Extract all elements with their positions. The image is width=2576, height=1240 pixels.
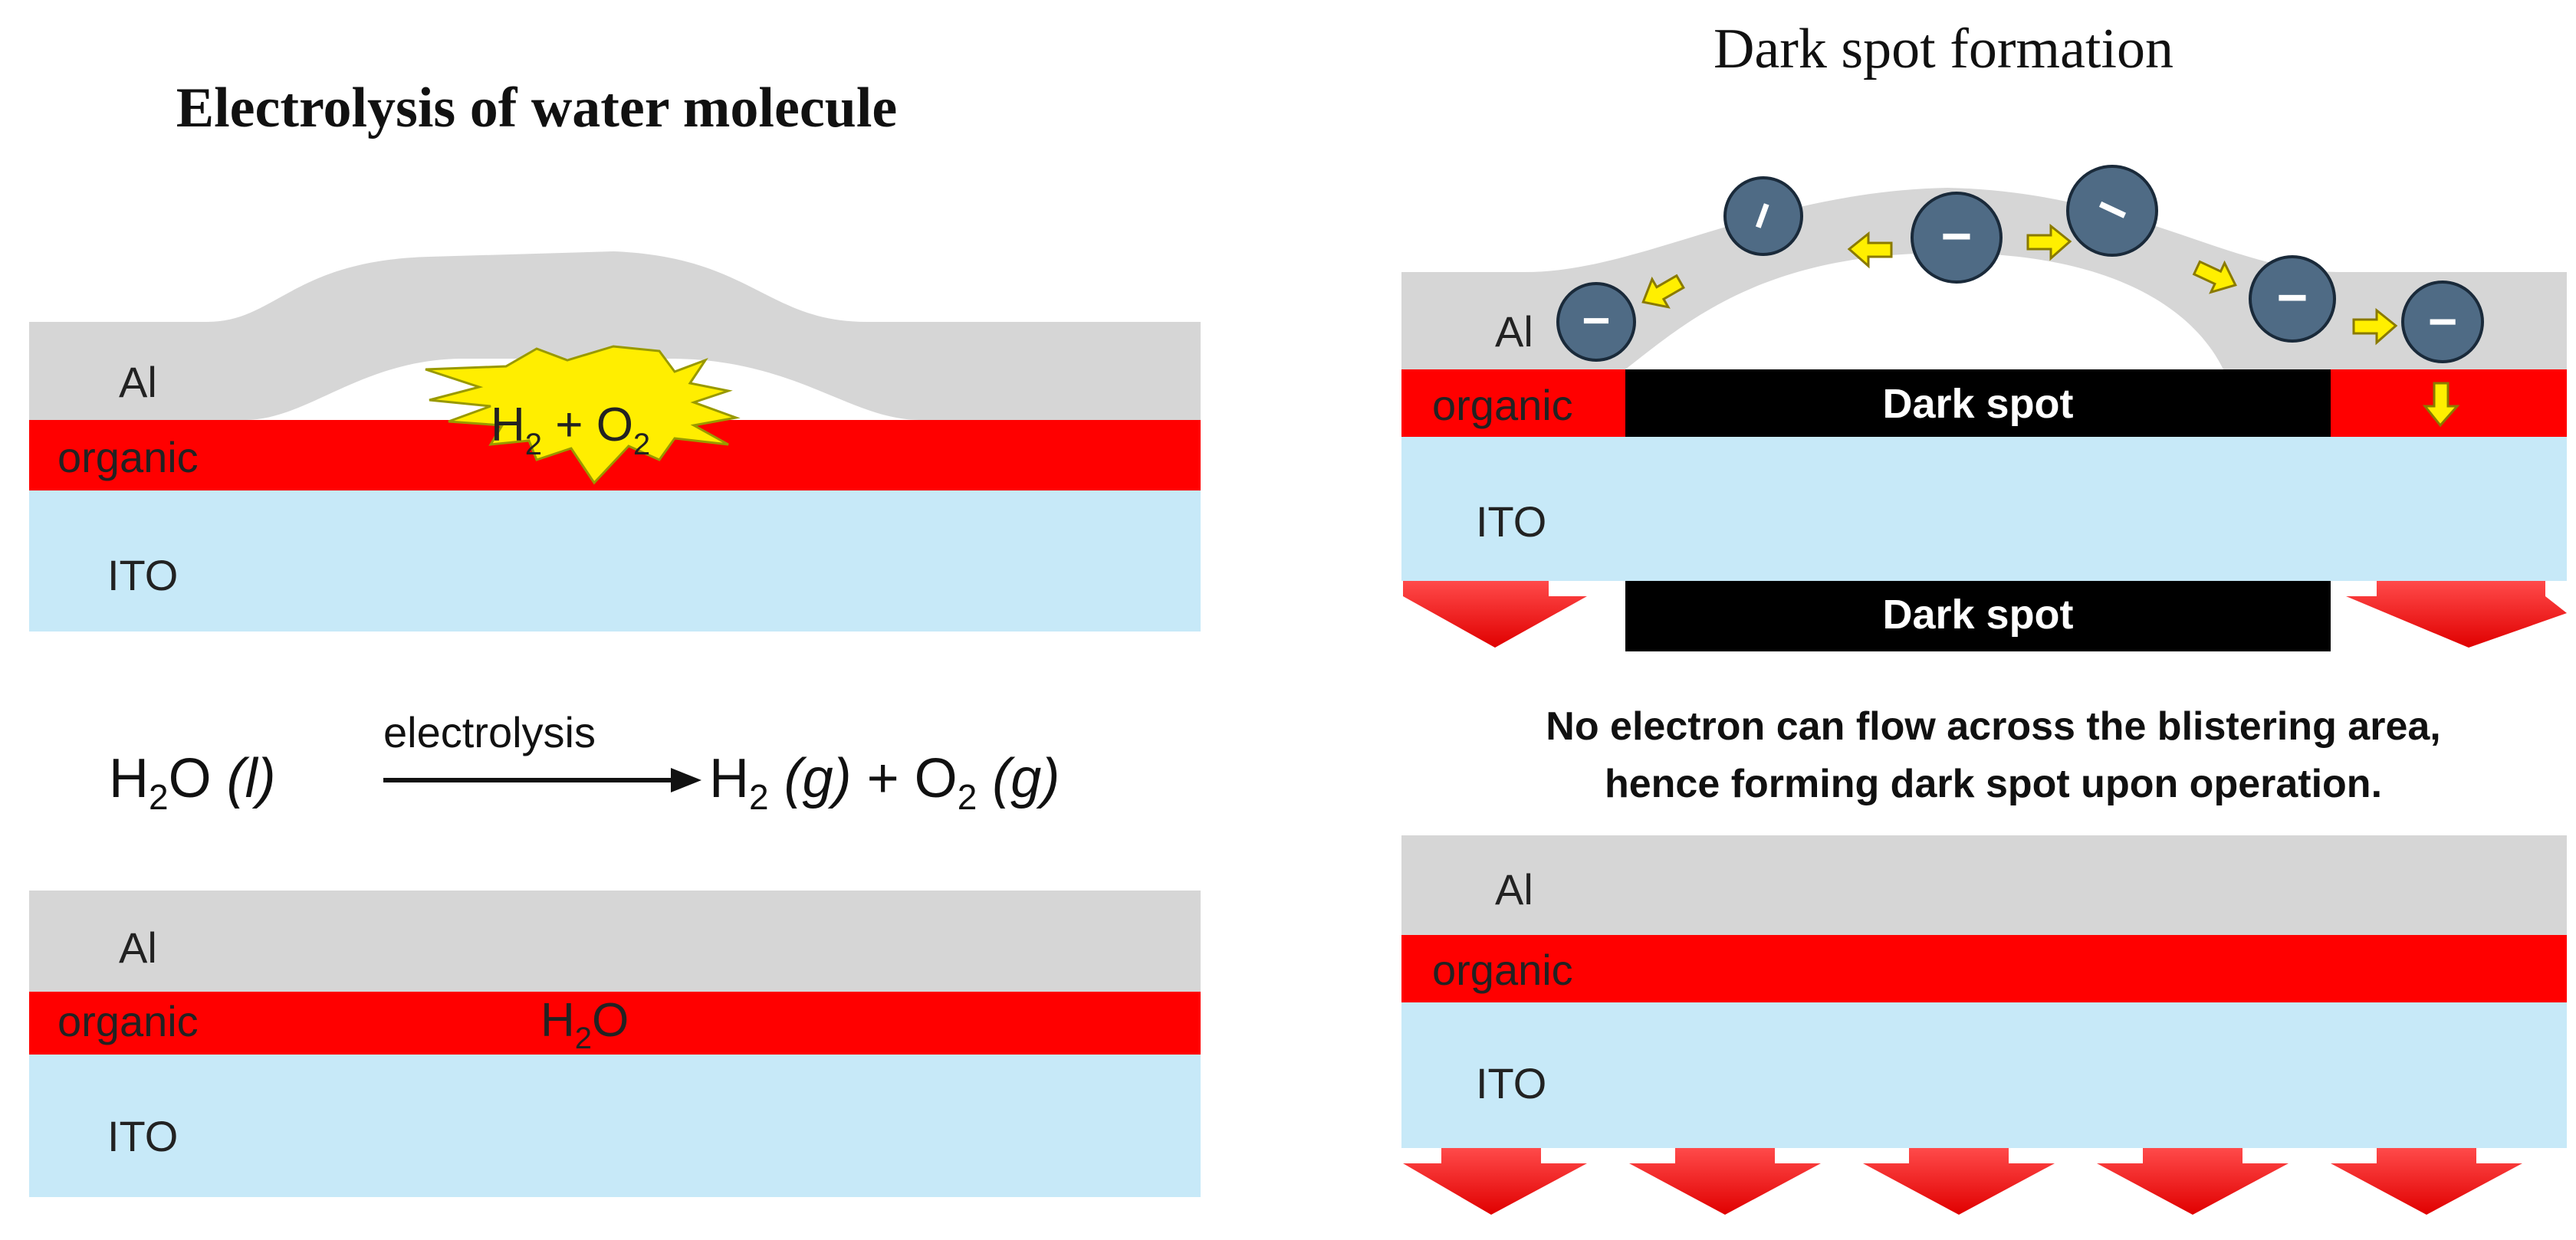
ito-label: ITO — [107, 1112, 178, 1160]
emission-arrow-icon — [2097, 1148, 2288, 1215]
al-label: Al — [119, 923, 157, 972]
electron-icon: − — [2249, 255, 2336, 343]
emission-arrow-icon — [2331, 1148, 2522, 1215]
dark-spot-bottom — [1625, 581, 2331, 651]
uniform-emission-arrows — [1403, 1148, 2522, 1215]
organic-label: organic — [58, 433, 199, 481]
svg-text:−: − — [1941, 206, 1973, 266]
caption-line-1: No electron can flow across the blisteri… — [1546, 704, 2440, 749]
right-top-stack: Dark spot Al organic ITO − − − − — [1401, 165, 2567, 651]
left-title: Electrolysis of water molecule — [176, 77, 898, 139]
electron-icon: − — [2401, 280, 2484, 363]
electron-icon: − — [1556, 282, 1636, 362]
al-layer — [29, 891, 1201, 992]
right-title: Dark spot formation — [1714, 18, 2174, 80]
emission-arrow-icon — [1403, 1148, 1587, 1215]
ito-layer — [1401, 1002, 2567, 1148]
emission-arrow-icon — [1403, 581, 1587, 648]
water-formula: H2O — [540, 994, 629, 1055]
al-label: Al — [119, 358, 157, 406]
ito-layer — [29, 1055, 1201, 1197]
svg-text:−: − — [2277, 267, 2308, 327]
al-layer-blistered — [29, 251, 1201, 420]
left-arrow-icon — [1641, 274, 1685, 309]
electron-icon: − — [1911, 192, 2003, 284]
emission-arrow-icon — [1629, 1148, 1821, 1215]
left-top-stack: Al organic ITO H2 + O2 — [29, 251, 1201, 631]
ito-label: ITO — [1476, 497, 1546, 546]
electrons: − − − − − − — [1556, 165, 2484, 363]
svg-text:−: − — [1582, 293, 1610, 348]
ito-label: ITO — [1476, 1059, 1546, 1107]
dark-spot — [1625, 369, 2331, 437]
emission-arrow-icon — [1863, 1148, 2055, 1215]
down-arrow-icon — [2422, 382, 2460, 428]
electrolysis-equation: H2O (l) electrolysis H2 (g) + O2 (g) — [109, 708, 1060, 817]
svg-text:−: − — [2428, 293, 2458, 349]
arrow-label: electrolysis — [383, 708, 596, 756]
dark-spot-bottom-label: Dark spot — [1882, 592, 2073, 638]
emission-arrow-icon — [2346, 581, 2567, 648]
reaction-arrow-head — [671, 768, 702, 792]
ito-label: ITO — [107, 551, 178, 599]
right-bottom-stack: Al organic ITO — [1401, 835, 2567, 1215]
electron-icon: − — [2066, 165, 2158, 257]
equation-lhs: H2O (l) — [109, 748, 276, 817]
right-arrow-icon — [2026, 223, 2072, 261]
organic-layer — [29, 992, 1201, 1055]
left-arrow-icon — [1847, 231, 1893, 269]
organic-label: organic — [1432, 381, 1573, 429]
organic-label: organic — [1432, 946, 1573, 994]
al-label: Al — [1495, 865, 1533, 914]
electron-flow-arrows — [1641, 223, 2460, 428]
organic-label: organic — [58, 997, 199, 1045]
right-arrow-icon — [2192, 260, 2237, 294]
al-label: Al — [1495, 307, 1533, 356]
al-layer — [1401, 835, 2567, 935]
dark-spot-label: Dark spot — [1882, 381, 2073, 427]
electron-icon: − — [1723, 176, 1803, 256]
right-arrow-icon — [2352, 307, 2398, 346]
left-bottom-stack: Al organic H2O ITO — [29, 891, 1201, 1197]
caption-line-2: hence forming dark spot upon operation. — [1605, 762, 2382, 806]
organic-layer — [1401, 935, 2567, 1002]
ito-layer — [29, 489, 1201, 631]
burst-formula: H2 + O2 — [491, 399, 650, 461]
gas-burst-icon — [425, 345, 741, 485]
ito-layer — [1401, 435, 2567, 581]
equation-rhs: H2 (g) + O2 (g) — [709, 748, 1060, 817]
